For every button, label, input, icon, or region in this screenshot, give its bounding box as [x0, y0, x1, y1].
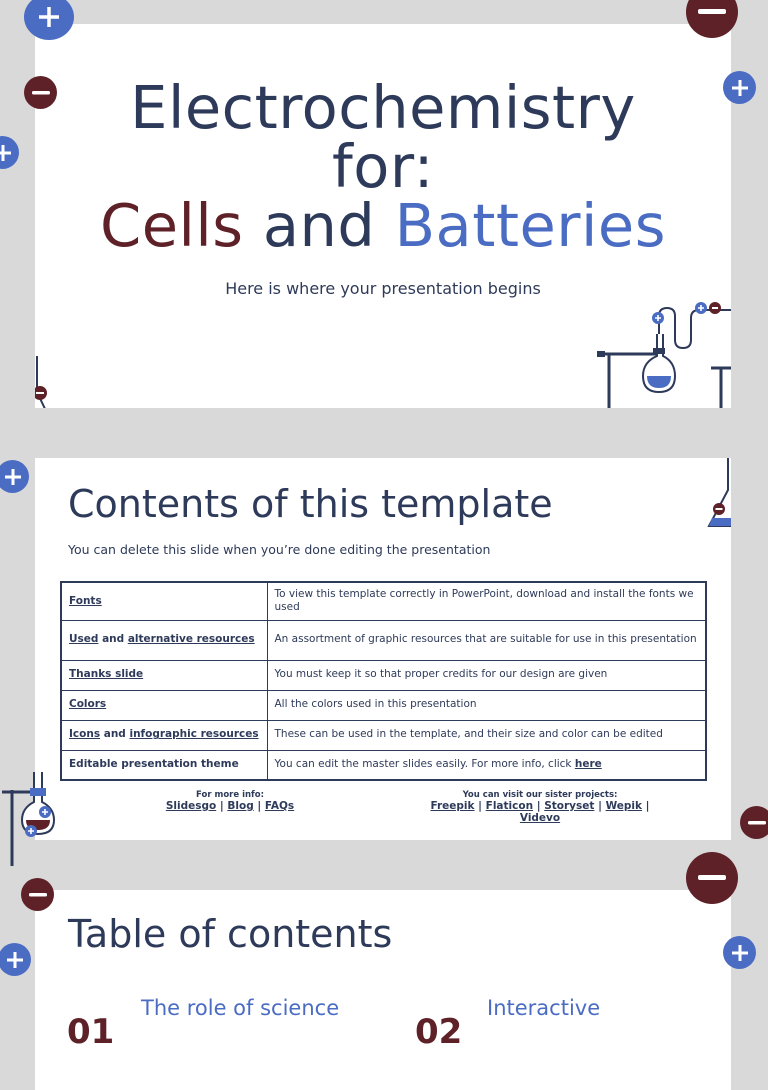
slide-subtitle: You can delete this slide when you’re do…	[68, 542, 491, 557]
table-row: Colors All the colors used in this presen…	[60, 689, 707, 721]
toc-item-number: 01	[67, 1012, 115, 1052]
toc-item-title[interactable]: Interactive	[487, 996, 601, 1020]
resource-connector-text: and	[98, 633, 128, 646]
resource-description-cell: You must keep it so that proper credits …	[266, 659, 707, 691]
resource-description: These can be used in the template, and t…	[274, 728, 663, 741]
resource-link[interactable]: Fonts	[69, 594, 102, 607]
slide-title: Contents of this template	[68, 482, 553, 526]
link-faqs[interactable]: FAQs	[264, 800, 295, 812]
sister-projects-heading: You can visit our sister projects:	[462, 790, 618, 800]
resource-link[interactable]: Thanks slide	[69, 668, 144, 681]
toc-item-number: 02	[415, 1012, 463, 1052]
resource-description-cell: To view this template correctly in Power…	[266, 581, 707, 621]
lab-apparatus-illustration	[597, 302, 731, 408]
title-line-1: Electrochemistry	[130, 73, 636, 142]
resource-name-cell: Editable presentation theme	[60, 749, 268, 781]
resource-description: An assortment of graphic resources that …	[274, 633, 697, 646]
sister-projects-footer: You can visit our sister projects: Freep…	[415, 790, 665, 824]
sister-projects-links: Freepik | Flaticon | Storyset | Wepik | …	[430, 800, 650, 824]
resource-name-cell: Used and alternative resources	[60, 619, 268, 661]
resource-description: All the colors used in this presentation	[274, 698, 477, 711]
plus-charge-icon	[0, 136, 19, 169]
resource-name-cell: Fonts	[60, 581, 268, 621]
more-info-heading: For more info:	[196, 790, 264, 800]
here-link[interactable]: here	[574, 758, 602, 771]
plus-charge-icon	[24, 0, 74, 40]
more-info-footer: For more info: Slidesgo | Blog | FAQs	[155, 790, 305, 812]
table-row: Icons and infographic resources These can…	[60, 719, 707, 751]
minus-charge-icon	[21, 878, 54, 911]
left-flask-illustration	[35, 356, 47, 408]
plus-charge-icon	[0, 943, 31, 976]
resource-link[interactable]: Used	[69, 633, 99, 646]
resource-description: You must keep it so that proper credits …	[274, 668, 608, 681]
resource-description-cell: You can edit the master slides easily. F…	[266, 749, 707, 781]
title-word-and: and	[243, 191, 395, 260]
title-word-cells: Cells	[100, 191, 244, 260]
slide-table-of-contents[interactable]: Table of contents 01 The role of science…	[35, 890, 731, 1090]
resource-link[interactable]: Icons	[69, 728, 101, 741]
presentation-title: Electrochemistry for: Cells and Batterie…	[35, 78, 731, 255]
resource-connector-text: and	[100, 728, 130, 741]
more-info-links: Slidesgo | Blog | FAQs	[165, 800, 295, 812]
table-row: Editable presentation theme You can edit …	[60, 749, 707, 781]
minus-charge-icon	[24, 76, 57, 109]
resource-description-cell: All the colors used in this presentation	[266, 689, 707, 721]
title-word-batteries: Batteries	[394, 191, 666, 260]
resource-link[interactable]: alternative resources	[127, 633, 255, 646]
link-freepik[interactable]: Freepik	[430, 800, 475, 812]
link-flaticon[interactable]: Flaticon	[485, 800, 534, 812]
resource-link[interactable]: infographic resources	[129, 728, 259, 741]
resource-description: You can edit the master slides easily. F…	[274, 758, 575, 771]
plus-charge-icon	[0, 460, 29, 493]
resource-description-cell: These can be used in the template, and t…	[266, 719, 707, 751]
resource-name-cell: Icons and infographic resources	[60, 719, 268, 751]
table-row: Used and alternative resources An assortm…	[60, 619, 707, 661]
presentation-subtitle: Here is where your presentation begins	[225, 279, 541, 298]
slide-contents-template[interactable]: Contents of this template You can delete…	[35, 458, 731, 840]
resource-name-cell: Colors	[60, 689, 268, 721]
toc-item-title[interactable]: The role of science	[141, 996, 340, 1020]
link-slidesgo[interactable]: Slidesgo	[165, 800, 217, 812]
link-storyset[interactable]: Storyset	[544, 800, 595, 812]
table-row: Thanks slide You must keep it so that pro…	[60, 659, 707, 691]
minus-charge-icon	[686, 852, 738, 904]
resources-table: Fonts To view this template correctly in …	[60, 581, 707, 781]
plus-charge-icon	[723, 936, 756, 969]
resource-name-cell: Thanks slide	[60, 659, 268, 691]
title-line-3: Cells and Batteries	[35, 196, 731, 255]
resource-description-cell: An assortment of graphic resources that …	[266, 619, 707, 661]
flask-stand-illustration	[2, 772, 56, 866]
table-row: Fonts To view this template correctly in …	[60, 581, 707, 621]
slide-title: Table of contents	[68, 912, 393, 956]
link-videvo[interactable]: Videvo	[519, 812, 561, 824]
minus-charge-icon	[740, 806, 768, 839]
link-wepik[interactable]: Wepik	[605, 800, 643, 812]
resource-link: Editable presentation theme	[69, 758, 239, 771]
resource-link[interactable]: Colors	[69, 698, 107, 711]
slide-title[interactable]: Electrochemistry for: Cells and Batterie…	[35, 24, 731, 408]
resource-description: To view this template correctly in Power…	[274, 588, 694, 614]
link-blog[interactable]: Blog	[227, 800, 254, 812]
flask-illustration	[707, 458, 731, 527]
title-line-2: for:	[332, 132, 434, 201]
plus-charge-icon	[723, 71, 756, 104]
